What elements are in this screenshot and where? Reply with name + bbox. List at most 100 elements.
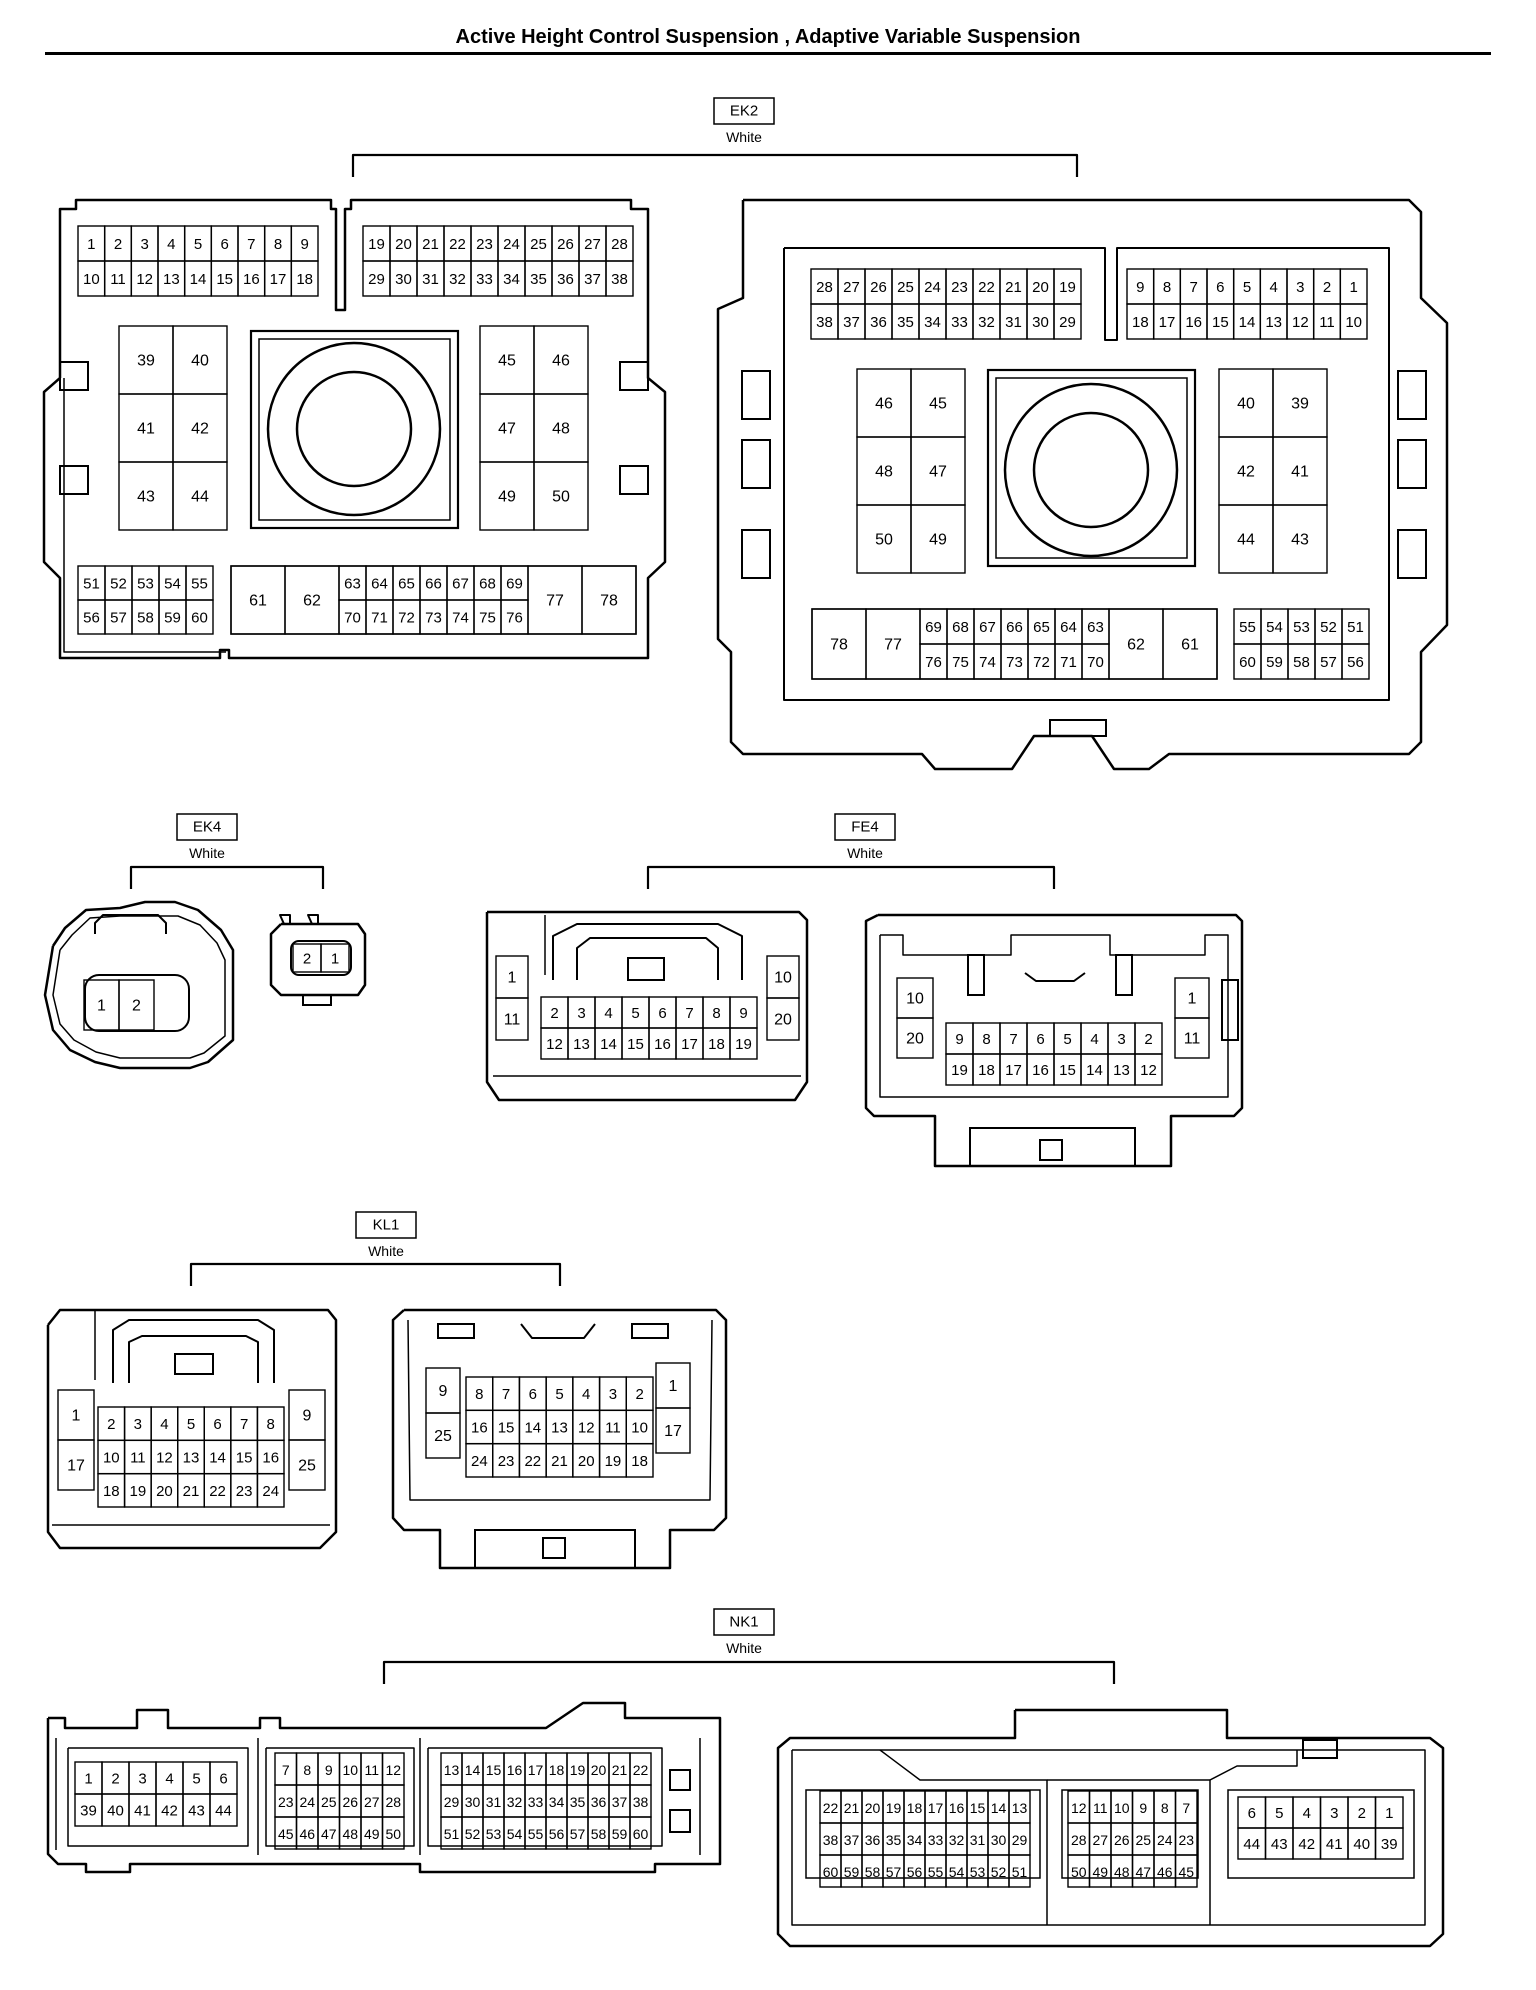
pin-number: 70 [344, 610, 361, 627]
pin-number: 17 [1005, 1062, 1022, 1079]
pin-number: 26 [870, 279, 887, 296]
pin-number: 25 [321, 1794, 337, 1810]
terminal-cell [1134, 1053, 1163, 1086]
pin-number: 17 [681, 1036, 698, 1053]
pin-number: 33 [951, 314, 968, 331]
fe4-left-latch-inner [576, 937, 719, 980]
pin-number: 67 [452, 576, 469, 593]
pin-number: 38 [611, 271, 628, 288]
pin-number: 25 [530, 236, 547, 253]
pin-number: 18 [978, 1062, 995, 1079]
pin-number: 45 [1178, 1864, 1194, 1880]
pin-number: 23 [951, 279, 968, 296]
title-divider [45, 52, 1491, 55]
pin-number: 9 [303, 1408, 312, 1425]
pin-number: 52 [465, 1826, 481, 1842]
terminal-cell [1008, 1854, 1031, 1888]
pin-number: 37 [844, 1832, 860, 1848]
pin-number: 13 [163, 271, 180, 288]
pin-number: 28 [385, 1794, 401, 1810]
fe4-right-terminals-1-11: 111 [1174, 977, 1210, 1059]
pin-number: 3 [134, 1416, 142, 1433]
pin-number: 14 [465, 1762, 481, 1778]
pin-number: 51 [444, 1826, 460, 1842]
pin-number: 12 [156, 1450, 173, 1467]
pin-number: 18 [103, 1483, 120, 1500]
pin-number: 5 [1063, 1031, 1071, 1048]
pin-number: 11 [1184, 1031, 1201, 1048]
pin-number: 35 [530, 271, 547, 288]
pin-number: 59 [844, 1864, 860, 1880]
pin-number: 19 [368, 236, 385, 253]
pin-number: 39 [1381, 1836, 1398, 1853]
pin-number: 3 [609, 1386, 617, 1403]
kl1-right-key [520, 1323, 596, 1339]
terminal-cell [729, 1027, 758, 1060]
nk1-right-contour [879, 1749, 1048, 1925]
pin-number: 16 [1032, 1062, 1049, 1079]
pin-number: 53 [970, 1864, 986, 1880]
pin-number: 54 [949, 1864, 965, 1880]
fe4-right-key [1024, 972, 1086, 982]
ek2-left-center-hole [295, 370, 413, 488]
pin-number: 3 [1296, 279, 1304, 296]
kl1-left-latch-outer [112, 1319, 275, 1383]
pin-number: 41 [1291, 464, 1309, 481]
ek2-right-inner [783, 247, 1390, 701]
pin-number: 13 [1113, 1062, 1130, 1079]
pin-number: 48 [875, 464, 893, 481]
pin-number: 30 [395, 271, 412, 288]
pin-number: 32 [949, 1832, 965, 1848]
fe4-right-inner [879, 934, 1229, 1098]
pin-number: 59 [1266, 654, 1283, 671]
pin-number: 37 [584, 271, 601, 288]
pin-number: 36 [870, 314, 887, 331]
pin-number: 12 [136, 271, 153, 288]
pin-number: 14 [991, 1800, 1007, 1816]
terminal-cell [57, 1439, 95, 1491]
pin-number: 63 [1087, 619, 1104, 636]
pin-number: 58 [1293, 654, 1310, 671]
pin-number: 7 [685, 1005, 693, 1022]
fe4-left-housing [485, 910, 809, 1102]
connector-code: KL1 [373, 1217, 400, 1234]
nk1-left-frame-3 [427, 1747, 663, 1847]
pin-number: 46 [1157, 1864, 1173, 1880]
pin-number: 60 [191, 610, 208, 627]
pin-number: 1 [97, 998, 106, 1015]
connector-color: White [847, 845, 883, 861]
pin-number: 9 [1136, 279, 1144, 296]
pin-number: 6 [1036, 1031, 1044, 1048]
kl1-right-inner [407, 1319, 713, 1501]
pin-number: 21 [1005, 279, 1022, 296]
pin-number: 2 [550, 1005, 558, 1022]
pin-number: 30 [465, 1794, 481, 1810]
pin-number: 1 [1188, 991, 1197, 1008]
terminal-cell [1162, 608, 1218, 680]
pin-number: 36 [865, 1832, 881, 1848]
pin-number: 19 [1059, 279, 1076, 296]
ek2-right-housing [716, 198, 1449, 771]
pin-number: 25 [434, 1428, 452, 1445]
pin-number: 17 [928, 1800, 944, 1816]
pin-number: 44 [215, 1803, 232, 1820]
pin-number: 20 [906, 1031, 924, 1048]
terminal-cell [605, 260, 634, 297]
pin-number: 49 [1092, 1864, 1108, 1880]
pin-number: 46 [552, 353, 570, 370]
pin-number: 12 [1292, 314, 1309, 331]
pin-number: 54 [164, 576, 181, 593]
pin-number: 4 [165, 1771, 173, 1788]
pin-number: 31 [970, 1832, 986, 1848]
pin-number: 74 [452, 610, 469, 627]
pin-number: 22 [978, 279, 995, 296]
page-title: Active Height Control Suspension , Adapt… [455, 26, 1081, 48]
terminal-cell [425, 1412, 461, 1459]
pin-number: 60 [633, 1826, 649, 1842]
pin-number: 66 [1006, 619, 1023, 636]
